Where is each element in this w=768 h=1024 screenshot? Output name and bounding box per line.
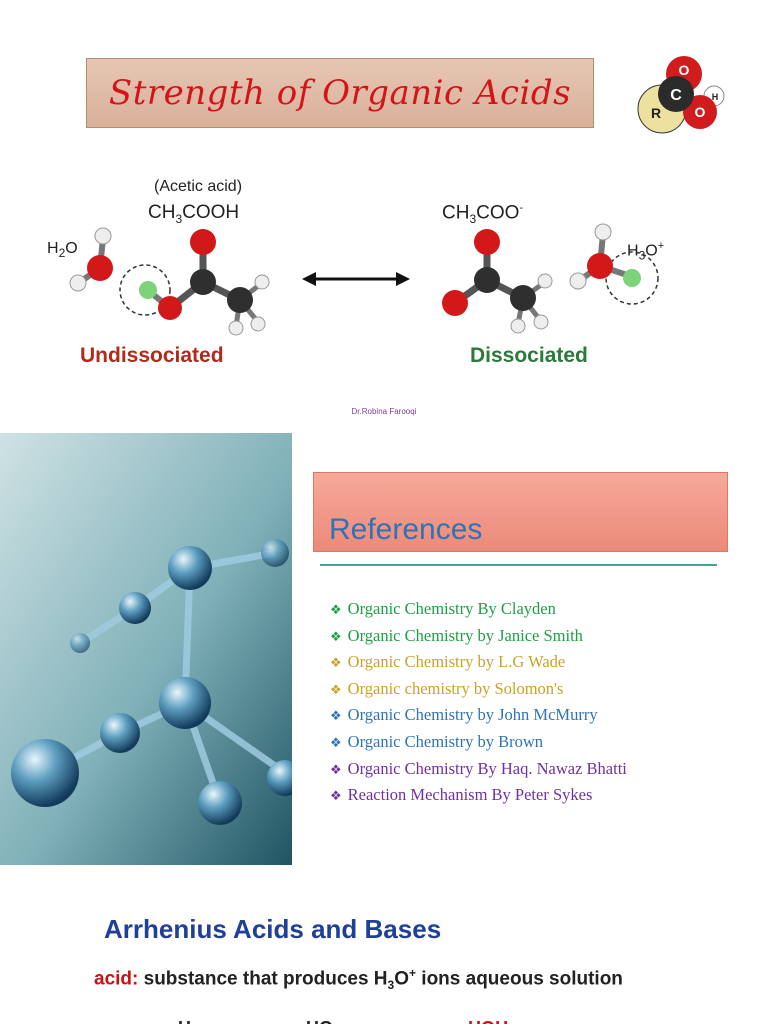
diamond-bullet-icon: ❖ [330, 628, 342, 644]
diamond-bullet-icon: ❖ [330, 681, 342, 697]
formula-water: H2O [47, 240, 78, 261]
diamond-bullet-icon: ❖ [330, 708, 342, 724]
reference-text: Organic chemistry by Solomon's [347, 678, 564, 698]
acid-definition: acid: substance that produces H3O+ ions … [94, 966, 623, 993]
reference-item: ❖ Organic Chemistry By Haq. Nawaz Bhatti [330, 756, 627, 783]
diamond-bullet-icon: ❖ [330, 655, 342, 671]
equation-partial: H HO HOH [178, 1018, 508, 1024]
reference-item: ❖ Organic Chemistry by Janice Smith [330, 623, 627, 650]
water-molecule-icon [69, 227, 113, 292]
formula-hydronium: H3O+ [627, 240, 665, 263]
logo-letter-c: C [670, 87, 682, 104]
arrhenius-title: Arrhenius Acids and Bases [104, 914, 442, 944]
reference-item: ❖ Organic Chemistry by L.G Wade [330, 649, 627, 676]
reference-item: ❖ Organic Chemistry by Brown [330, 729, 627, 756]
diamond-bullet-icon: ❖ [330, 761, 342, 777]
dissociation-diagram [69, 223, 659, 336]
hydronium-molecule-icon [569, 223, 659, 305]
slide-references: References ❖ Organic Chemistry By Clayden… [0, 430, 768, 870]
references-list: ❖ Organic Chemistry By Clayden ❖ Organic Ch… [330, 596, 627, 809]
reference-text: Organic Chemistry by Janice Smith [347, 625, 583, 645]
acetic-acid-name: (Acetic acid) [154, 178, 243, 195]
formula-acetic-acid: CH3COOH [148, 202, 240, 226]
molecule-photo [0, 433, 292, 865]
reference-text: Organic Chemistry By Clayden [347, 599, 556, 618]
logo-letter-r: R [651, 105, 661, 121]
references-title: References [329, 513, 483, 546]
acetate-molecule-icon [442, 229, 553, 334]
references-divider [320, 564, 717, 566]
equilibrium-arrow-icon [302, 272, 410, 286]
reference-item: ❖ Organic chemistry by Solomon's [330, 676, 627, 703]
slide-title: Strength of Organic Acids [108, 73, 572, 113]
reference-text: Organic Chemistry by Brown [347, 731, 544, 751]
reference-text: Organic Chemistry by L.G Wade [347, 652, 566, 672]
reference-item: ❖ Reaction Mechanism By Peter Sykes [330, 782, 627, 809]
title-banner: Strength of Organic Acids [86, 58, 594, 128]
logo-letter-h: H [712, 92, 719, 102]
author-credit: Dr.Robina Farooqi [351, 407, 417, 416]
references-header-box: References [313, 472, 728, 552]
reference-text: Organic Chemistry By Haq. Nawaz Bhatti [347, 758, 627, 778]
diamond-bullet-icon: ❖ [330, 788, 342, 804]
logo-letter-o1: O [679, 62, 690, 78]
slide-strength-of-organic-acids: Strength of Organic Acids C O O H R (Ace… [0, 0, 768, 430]
reference-text: Reaction Mechanism By Peter Sykes [347, 785, 593, 805]
acetic-acid-molecule-icon [119, 229, 270, 336]
formula-acetate: CH3COO- [442, 202, 524, 227]
diamond-bullet-icon: ❖ [330, 602, 342, 617]
reference-item: ❖ Organic Chemistry By Clayden [330, 596, 627, 623]
dissociated-label: Dissociated [470, 344, 588, 367]
diamond-bullet-icon: ❖ [330, 734, 342, 750]
logo-letter-o2: O [695, 104, 706, 120]
reference-text: Organic Chemistry by John McMurry [347, 705, 598, 725]
slide-arrhenius: Arrhenius Acids and Bases acid: substanc… [0, 870, 768, 1024]
undissociated-label: Undissociated [80, 344, 224, 367]
acid-keyword: acid: [94, 968, 139, 990]
carboxyl-logo-icon: C O O H R [637, 56, 725, 134]
reference-item: ❖ Organic Chemistry by John McMurry [330, 702, 627, 729]
